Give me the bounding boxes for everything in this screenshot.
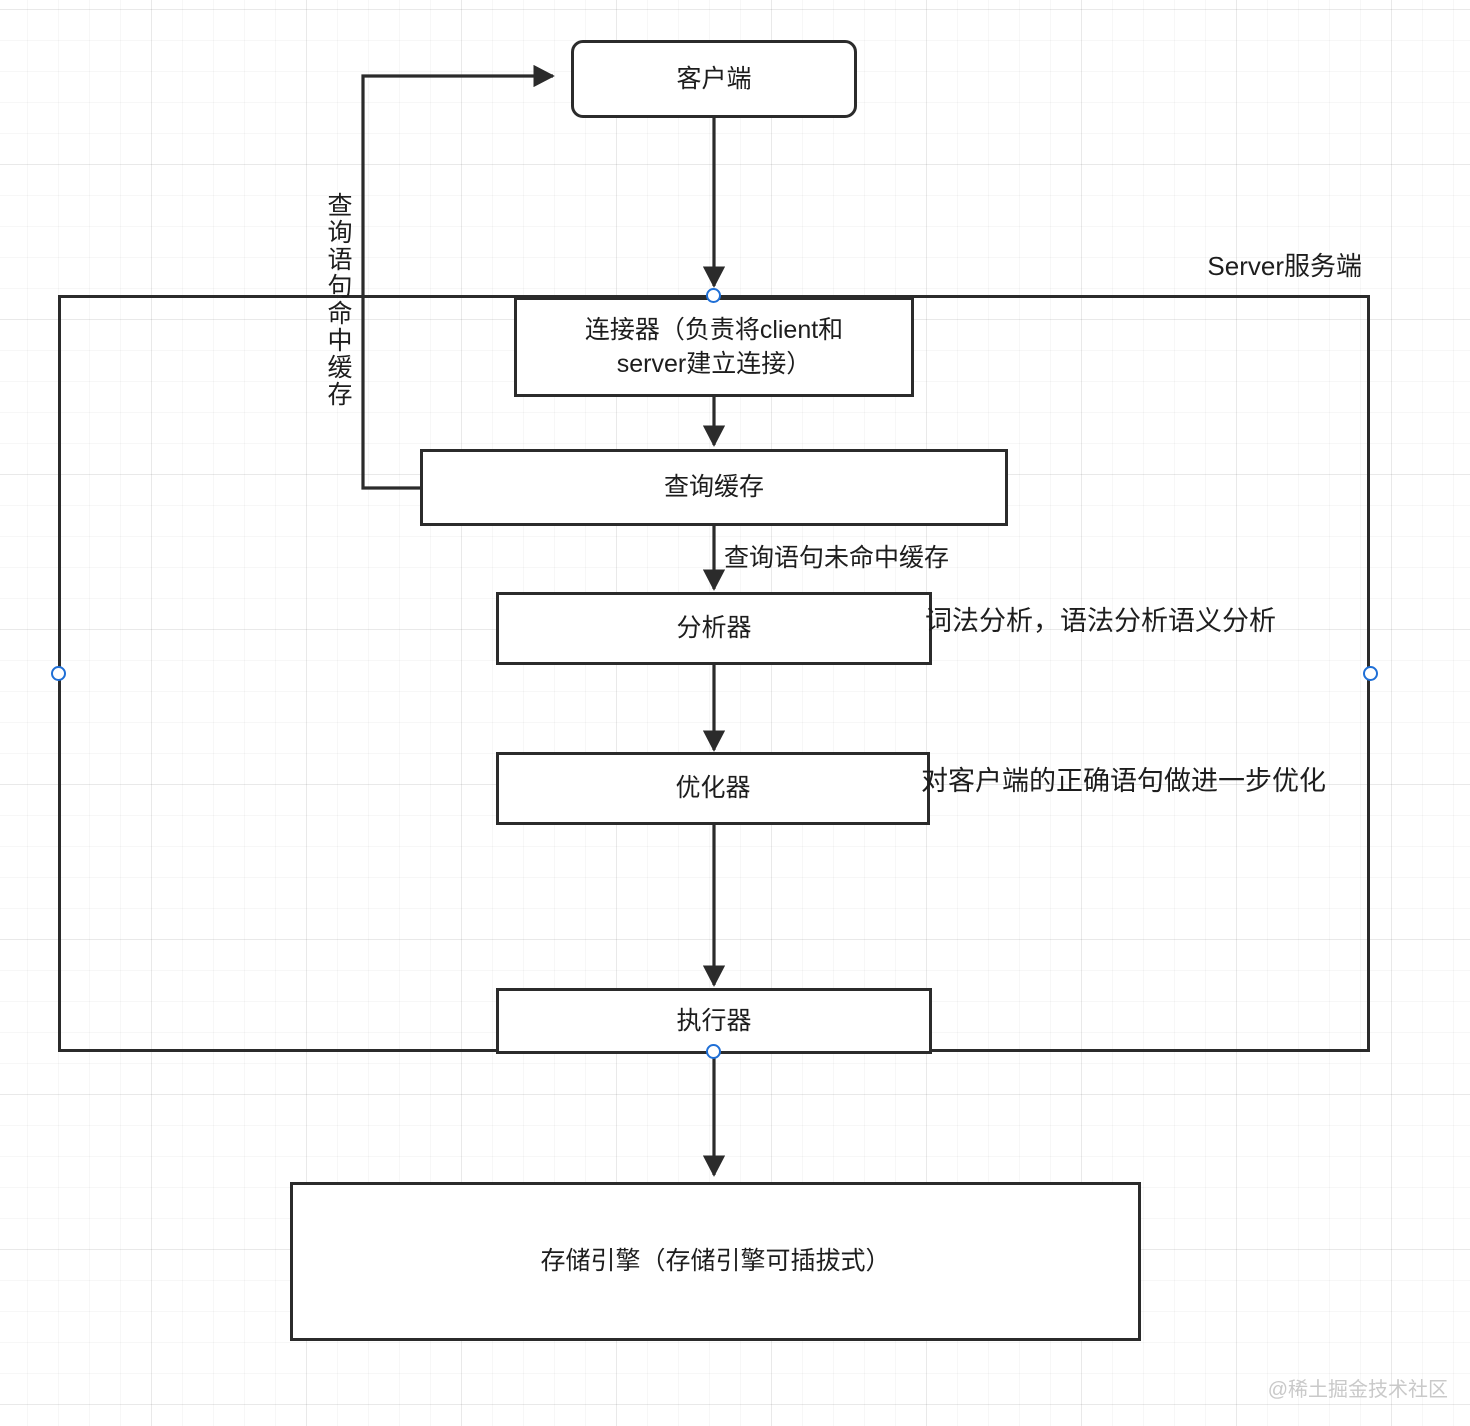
node-optimizer[interactable]: 优化器 [496, 752, 930, 825]
node-storage-engine[interactable]: 存储引擎（存储引擎可插拔式） [290, 1182, 1141, 1341]
annotation-analyzer: 词法分析，语法分析语义分析 [925, 606, 1276, 636]
watermark: @稀土掘金技术社区 [1267, 1379, 1448, 1401]
handle-container-right[interactable] [1363, 666, 1378, 681]
server-container [58, 295, 1370, 1052]
handle-connector-top[interactable] [706, 288, 721, 303]
edge-label-cache-hit: 查询语句命中缓存 [324, 192, 352, 408]
node-analyzer-label: 分析器 [676, 614, 752, 643]
node-connector-label-line2: server建立连接） [616, 350, 812, 378]
handle-executor-bottom[interactable] [706, 1044, 721, 1059]
node-connector[interactable]: 连接器（负责将client和 server建立连接） [514, 297, 914, 397]
node-client[interactable]: 客户端 [571, 40, 857, 118]
node-query-cache[interactable]: 查询缓存 [420, 449, 1008, 526]
handle-container-left[interactable] [51, 666, 66, 681]
node-executor-label: 执行器 [676, 1006, 752, 1035]
node-executor[interactable]: 执行器 [496, 988, 932, 1054]
server-container-label: Server服务端 [1207, 251, 1362, 281]
edge-querycache-to-client-cachehit [361, 64, 555, 490]
node-client-label: 客户端 [676, 64, 752, 93]
annotation-optimizer: 对客户端的正确语句做进一步优化 [921, 766, 1326, 796]
node-connector-label-line1: 连接器（负责将client和 [584, 315, 844, 344]
node-storage-engine-label: 存储引擎（存储引擎可插拔式） [540, 1247, 891, 1276]
node-analyzer[interactable]: 分析器 [496, 592, 932, 665]
node-optimizer-label: 优化器 [675, 774, 751, 803]
node-query-cache-label: 查询缓存 [663, 473, 764, 502]
edge-label-cache-miss: 查询语句未命中缓存 [724, 544, 950, 572]
